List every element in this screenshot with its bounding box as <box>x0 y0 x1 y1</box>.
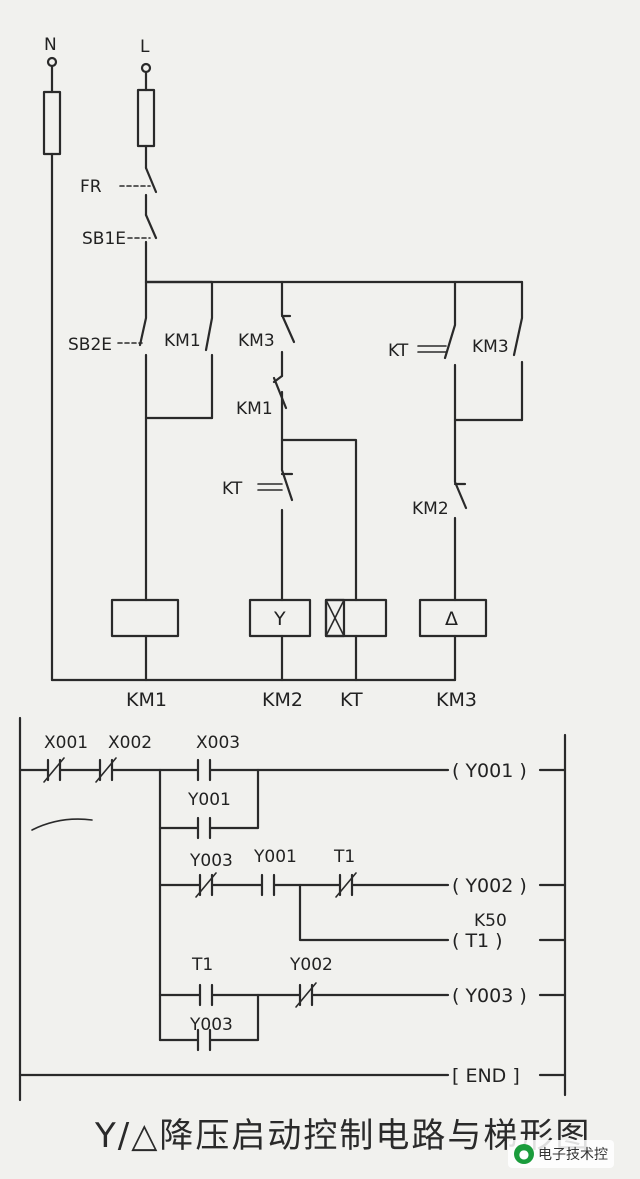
km2-contact-label: KM2 <box>412 499 449 519</box>
fr-label: FR <box>80 177 102 197</box>
rung-2 <box>158 873 450 897</box>
fuse-neutral <box>42 90 62 156</box>
coil-km3-delta <box>418 598 488 638</box>
km3-seal-contact <box>512 280 524 422</box>
y-coil-text: Y <box>273 608 286 630</box>
coil-km1-label: KM1 <box>126 689 167 711</box>
km1-seal-contact <box>144 280 214 420</box>
delta-coil-text: Δ <box>445 608 458 630</box>
rung-3 <box>158 983 450 1007</box>
rung-1 <box>18 758 450 782</box>
kt-coil-wire <box>280 438 358 602</box>
km3-contact-label: KM3 <box>238 331 275 351</box>
neutral-label: N <box>44 35 57 55</box>
kt-nc-contact <box>280 438 294 602</box>
km1-contact-label: KM1 <box>164 331 201 351</box>
neutral-terminal <box>46 56 58 68</box>
t1-no-label: T1 <box>191 955 213 975</box>
out-y003: ( Y003 ) <box>452 985 527 1007</box>
km3-contact2-label: KM3 <box>472 337 509 357</box>
wechat-icon: ● <box>514 1144 534 1164</box>
coil-km2-y <box>248 598 312 638</box>
timer-k: K50 <box>474 911 507 931</box>
y003-nc-label: Y003 <box>189 851 233 871</box>
y003-seal <box>158 993 260 1052</box>
sb1-contact <box>144 213 158 284</box>
x001-label: X001 <box>44 733 88 753</box>
sb1-label: SB1E <box>82 229 126 249</box>
kt-contact2-label: KT <box>388 341 409 361</box>
km1-contact2-label: KM1 <box>236 399 273 419</box>
sb2-label: SB2E <box>68 335 112 355</box>
line-terminal <box>140 62 152 74</box>
out-y001: ( Y001 ) <box>452 760 527 782</box>
timer-branch <box>298 883 450 942</box>
fuse-line <box>136 88 156 148</box>
coil-km3-label: KM3 <box>436 689 477 711</box>
coil-kt-label: KT <box>340 689 363 711</box>
diagram-title: Y/△降压启动控制电路与梯形图 <box>95 1116 592 1156</box>
y001-no-label: Y001 <box>253 847 297 867</box>
fr-contact <box>144 166 158 217</box>
out-t1: ( T1 ) <box>452 930 503 952</box>
x003-label: X003 <box>196 733 240 753</box>
watermark: ● 电子技术控 <box>508 1140 614 1168</box>
y002-nc-label: Y002 <box>289 955 333 975</box>
coil-km1 <box>110 598 180 638</box>
x002-label: X002 <box>108 733 152 753</box>
y003-seal-label: Y003 <box>189 1015 233 1035</box>
watermark-text: 电子技术控 <box>538 1147 608 1163</box>
km3-nc-contact <box>280 280 296 378</box>
out-y002: ( Y002 ) <box>452 875 527 897</box>
coil-km2-label: KM2 <box>262 689 303 711</box>
y001-seal-label: Y001 <box>187 790 231 810</box>
t1-nc-label: T1 <box>333 847 355 867</box>
line-label: L <box>140 37 150 57</box>
end-instruction: [ END ] <box>452 1065 520 1087</box>
km2-nc-contact <box>453 418 468 602</box>
kt-contact-label: KT <box>222 479 243 499</box>
